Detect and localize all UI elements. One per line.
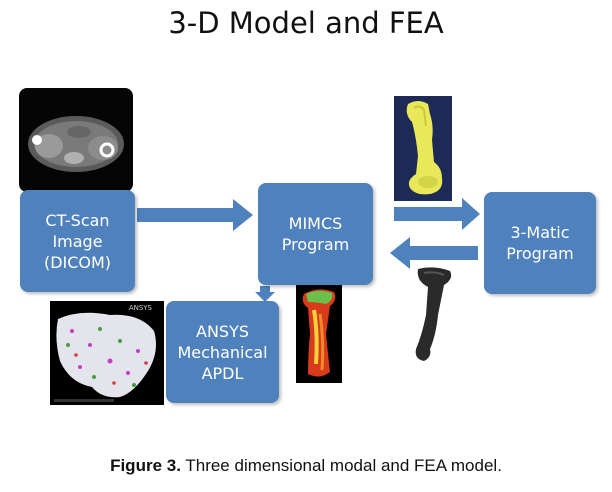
arrow-matic-to-mimics	[390, 237, 478, 269]
caption-label: Figure 3.	[110, 456, 181, 475]
arrow-mimics-to-ansys	[255, 286, 275, 302]
caption-text: Three dimensional modal and FEA model.	[180, 456, 502, 475]
fea-colored-bone-image	[296, 284, 342, 383]
ansys-logo-text: ANSYS	[129, 304, 153, 312]
ansys-mesh-image: ANSYS	[50, 301, 164, 405]
arrow-ct-to-mimics	[137, 199, 253, 231]
arrow-mimics-to-matic	[394, 198, 480, 230]
matic-program-box: 3-Matic Program	[484, 192, 596, 294]
dark-bone-model-image	[410, 265, 458, 365]
matic-label: 3-Matic Program	[506, 223, 574, 263]
mimics-label: MIMCS Program	[281, 214, 350, 254]
mimics-program-box: MIMCS Program	[258, 183, 373, 285]
yellow-bone-model-image	[394, 96, 452, 201]
ct-scan-label: CT-Scan Image (DICOM)	[43, 210, 112, 272]
diagram-title: 3-D Model and FEA	[168, 6, 444, 40]
figure-caption: Figure 3. Three dimensional modal and FE…	[0, 456, 612, 476]
ct-scan-image	[19, 88, 133, 192]
ansys-label: ANSYS Mechanical APDL	[177, 321, 268, 383]
ansys-mechanical-box: ANSYS Mechanical APDL	[166, 301, 279, 403]
ct-scan-box: CT-Scan Image (DICOM)	[20, 190, 135, 292]
